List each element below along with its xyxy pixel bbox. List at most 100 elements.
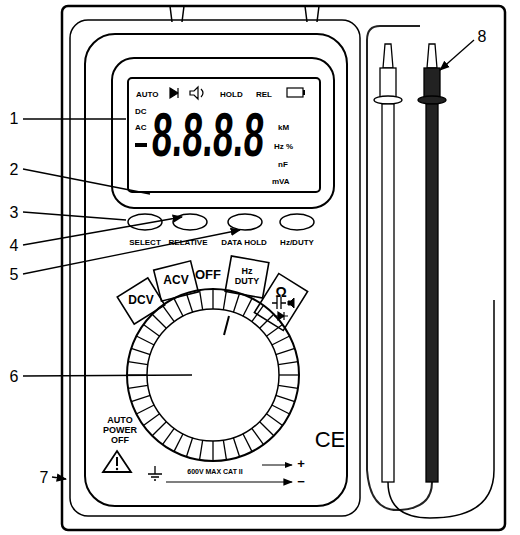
- button: [280, 214, 314, 230]
- grip-ridge: [200, 440, 203, 460]
- probe-guard: [374, 96, 402, 104]
- button: [173, 214, 207, 230]
- terminal-line: [166, 481, 292, 482]
- lcd-indicator: AUTO: [136, 91, 159, 99]
- lcd-unit: Hz %: [274, 143, 293, 151]
- grip-ridge: [272, 336, 290, 345]
- lcd-unit: mVA: [272, 178, 290, 186]
- grip-ridge: [278, 362, 298, 365]
- callout-number: 8: [478, 28, 487, 46]
- grip-ridge: [162, 428, 174, 444]
- leader-line: [23, 375, 192, 376]
- lcd-indicator: HOLD: [220, 91, 243, 99]
- grip-ridge: [186, 293, 192, 312]
- polarity-sign: +: [297, 457, 305, 471]
- lcd-indicator: REL: [256, 91, 272, 99]
- grip-ridge: [279, 374, 299, 375]
- rating-label: 600V MAX CAT II: [187, 468, 243, 476]
- lcd-digits: 8.8.8.8: [150, 104, 266, 166]
- minus-segment: [135, 143, 147, 147]
- grip-ridge: [186, 438, 192, 457]
- lcd-indicator: AC: [135, 124, 147, 132]
- probe-tip: [427, 44, 437, 68]
- grip-ridge: [243, 434, 252, 452]
- probe-body: [426, 104, 438, 482]
- grip-ridge: [174, 298, 183, 316]
- dial-label: OFF: [195, 268, 221, 282]
- callout-number: 1: [10, 110, 19, 128]
- grip-ridge: [212, 289, 213, 309]
- range-box: ACV: [156, 264, 196, 298]
- grip-ridge: [152, 422, 166, 436]
- callout-number: 5: [10, 266, 19, 284]
- range-box: Ω: [263, 278, 299, 326]
- callout-number: 3: [10, 204, 19, 222]
- lcd-screen: [128, 78, 320, 192]
- range-outline-shape: [254, 273, 307, 330]
- range-label: ACV: [163, 274, 188, 287]
- grip-ridge: [233, 293, 239, 312]
- grip-ridge: [260, 422, 274, 436]
- dial-pointer: [224, 316, 229, 335]
- grip-ridge: [143, 414, 159, 426]
- grip-ridge: [276, 395, 295, 401]
- lcd-bezel: [112, 58, 334, 208]
- grip-ridge: [272, 405, 290, 414]
- grip-ridge: [233, 438, 239, 457]
- grip-ridge: [162, 305, 174, 321]
- probe-guard: [418, 96, 446, 104]
- range-box: DCV: [122, 284, 160, 318]
- range-outline-shape: [154, 261, 199, 301]
- button-label: DATA HOLD: [221, 239, 267, 248]
- warning-mark: [116, 468, 118, 470]
- lcd-unit: kM: [278, 124, 289, 132]
- grip-ridge: [131, 348, 150, 354]
- holster-tab: [170, 6, 319, 22]
- leader-line: [23, 169, 150, 194]
- range-label: DCV: [128, 294, 153, 307]
- grip-ridge: [128, 362, 148, 365]
- button: [228, 214, 262, 230]
- button-label: Hz/DUTY: [280, 239, 314, 248]
- ce-mark: CE: [315, 428, 346, 452]
- probe-handle: [380, 68, 396, 98]
- warning-triangle: [103, 451, 131, 472]
- auto-off-label: AUTO POWER OFF: [99, 416, 141, 446]
- diode-symbol: [274, 312, 288, 320]
- lcd-indicator: DC: [135, 108, 147, 116]
- grip-ridge: [243, 298, 252, 316]
- grip-ridge: [278, 385, 298, 388]
- battery-symbol: [287, 88, 303, 97]
- grip-ridge: [174, 434, 183, 452]
- grip-ridge: [212, 441, 213, 461]
- callout-number: 4: [10, 237, 19, 255]
- meter-body: [85, 34, 347, 506]
- grip-ridge: [266, 414, 282, 426]
- range-label: Ω: [275, 285, 286, 300]
- grip-ridge: [128, 385, 148, 388]
- probe-body: [382, 104, 394, 482]
- range-outline-shape: [225, 256, 269, 298]
- range-box: Hz DUTY: [227, 258, 267, 296]
- terminal-line: [262, 465, 292, 466]
- holster-inner: [70, 20, 360, 516]
- grip-ridge: [152, 314, 166, 328]
- range-label: Hz DUTY: [232, 267, 262, 287]
- battery-tip: [303, 90, 305, 95]
- probe-handle: [424, 68, 440, 98]
- grip-ridge: [223, 290, 226, 310]
- test-lead: [367, 470, 432, 510]
- callout-number: 7: [40, 469, 49, 487]
- grip-ridge: [143, 324, 159, 336]
- callout-number: 2: [10, 161, 19, 179]
- leader-line: [23, 212, 126, 220]
- grip-ridge: [252, 428, 264, 444]
- buzzer-symbol: [288, 298, 294, 308]
- grip-ridge: [276, 348, 295, 354]
- callout-number: 6: [10, 368, 19, 386]
- lcd-display: AUTOHOLDRELDCAC8.8.8.8kMHz %nFmVA: [130, 80, 318, 190]
- holster-frame: [62, 6, 505, 530]
